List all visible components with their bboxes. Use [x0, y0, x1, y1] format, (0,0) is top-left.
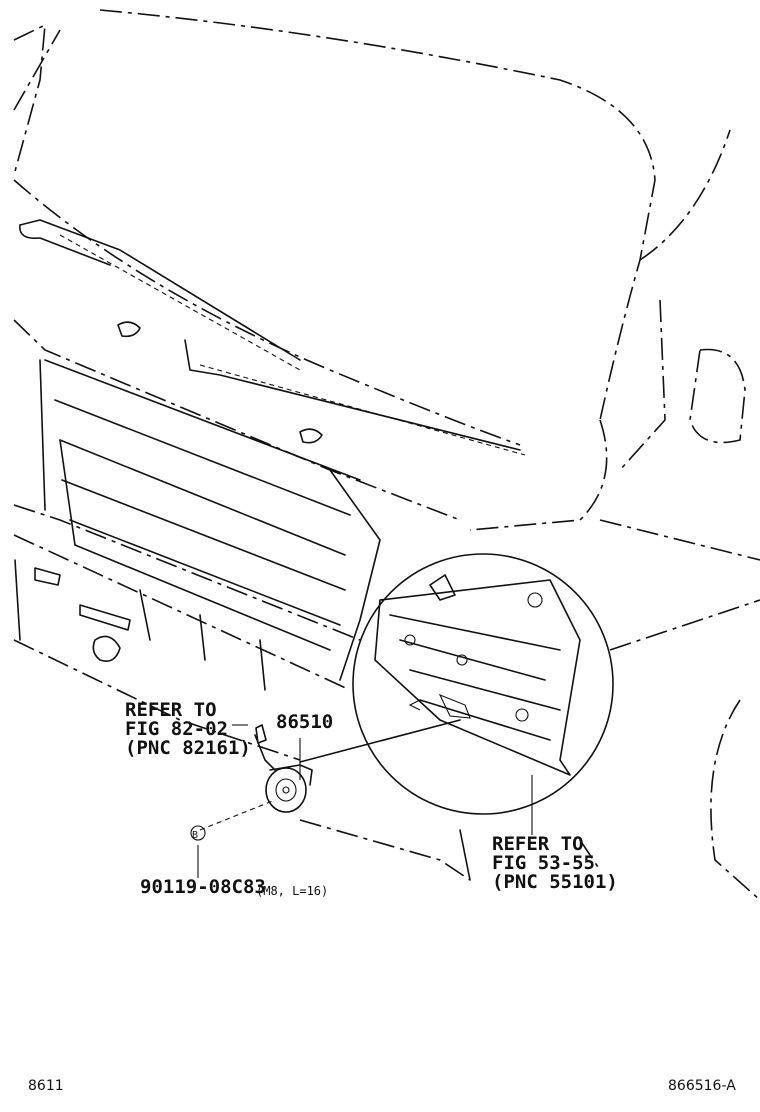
bolt-part-number: 90119-08C83	[140, 876, 266, 898]
bumper-ref-line2: FIG 53-55	[492, 852, 595, 874]
wiper-arms	[19, 219, 526, 456]
horn-86510	[254, 724, 313, 813]
grille-ref-line3: (PNC 82161)	[125, 737, 251, 759]
bolt-marker-letter: B	[192, 830, 199, 841]
illustration-id: 866516-A	[668, 1078, 736, 1094]
bolt-marker-b	[190, 825, 206, 841]
detail-view	[299, 553, 614, 815]
hood-outline	[13, 9, 731, 446]
grille-ref-line1: REFER TO	[125, 699, 217, 721]
bumper-ref-line3: (PNC 55101)	[492, 871, 618, 893]
grille	[13, 319, 461, 691]
horn-part-number: 86510	[276, 711, 334, 733]
leader-lines	[197, 724, 533, 878]
side-body	[469, 299, 760, 901]
bolt-spec: (M8, L=16)	[256, 884, 329, 898]
section-code: 8611	[28, 1078, 64, 1094]
bumper-ref-line1: REFER TO	[492, 833, 584, 855]
grille-ref-line2: FIG 82-02	[125, 718, 228, 740]
